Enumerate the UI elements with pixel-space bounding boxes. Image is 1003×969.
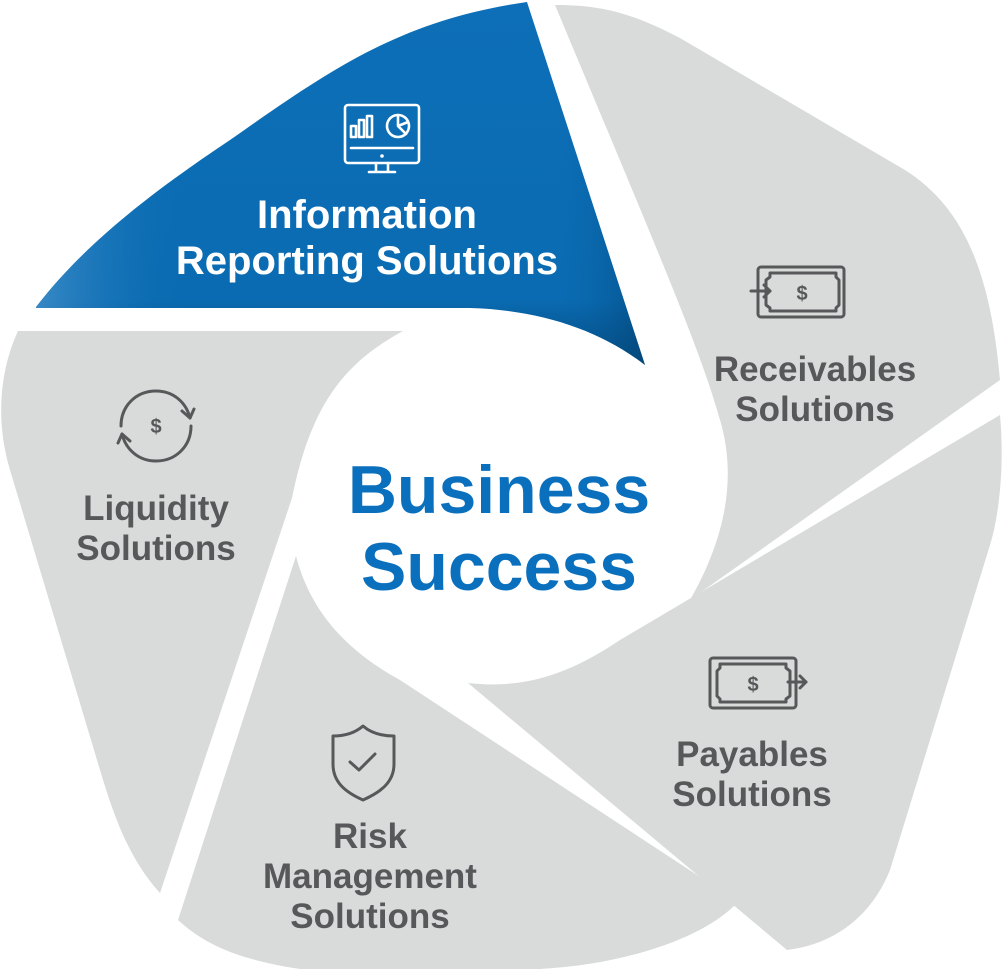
- money-in-dollar-glyph: $: [796, 283, 807, 305]
- shield-check-icon: [331, 724, 396, 802]
- liquidity-label-line1: Liquidity: [83, 489, 229, 528]
- cycle-dollar-icon: $: [116, 389, 196, 463]
- segment-receivables[interactable]: [555, 5, 1000, 600]
- segment-payables[interactable]: [468, 415, 1002, 950]
- segment-risk-management[interactable]: [178, 556, 735, 969]
- payables-label-line1: Payables: [676, 735, 828, 774]
- segment-receivables-shape: [555, 5, 1000, 600]
- center-hub: Business Success: [348, 452, 650, 605]
- center-title-line2: Success: [361, 529, 637, 605]
- risk-management-label-line2: Management: [263, 857, 477, 896]
- center-title-line1: Business: [348, 452, 650, 528]
- monitor-chart-icon: [343, 103, 421, 174]
- payables-label-line2: Solutions: [672, 775, 831, 814]
- segment-risk-management-shape: [178, 556, 735, 969]
- information-reporting-label-line1: Information: [257, 193, 477, 237]
- information-reporting-label-line2: Reporting Solutions: [176, 239, 558, 283]
- segment-liquidity[interactable]: [1, 331, 404, 893]
- segment-information-reporting[interactable]: [36, 2, 645, 365]
- risk-management-label-line3: Solutions: [290, 897, 449, 936]
- risk-management-label-line1: Risk: [333, 817, 407, 856]
- segment-payables-shape: [468, 415, 1002, 950]
- money-out-dollar-glyph: $: [747, 674, 758, 696]
- cycle-dollar-glyph: $: [150, 416, 161, 438]
- receivables-label-line1: Receivables: [714, 350, 916, 389]
- segment-liquidity-shape: [1, 331, 404, 893]
- receivables-label-line2: Solutions: [735, 390, 894, 429]
- money-out-icon: $: [708, 656, 808, 710]
- money-in-icon: $: [749, 265, 846, 319]
- segment-information-reporting-shading: [36, 2, 645, 365]
- liquidity-label-line2: Solutions: [76, 529, 235, 568]
